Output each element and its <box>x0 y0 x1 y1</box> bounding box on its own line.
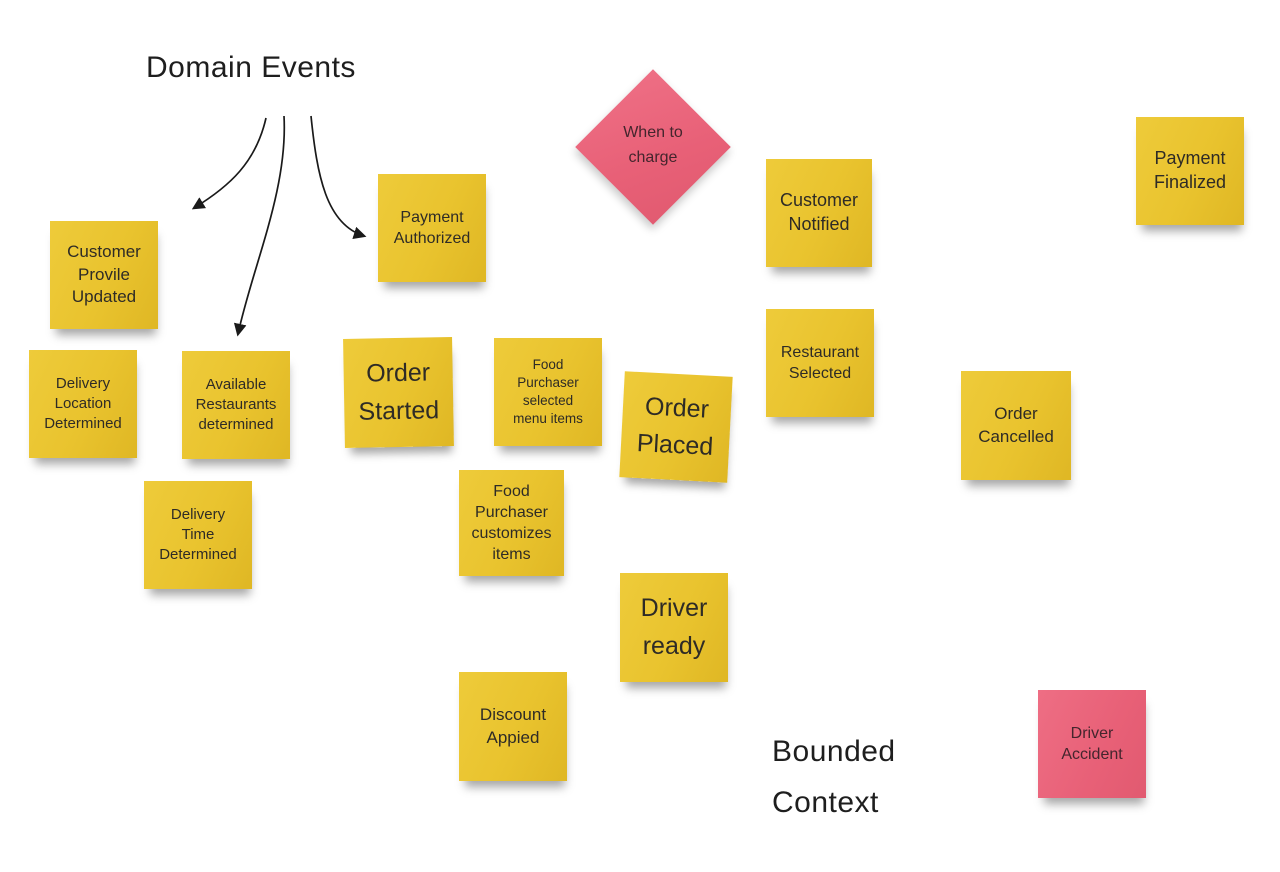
arrow-to-available-restaurants-determined <box>233 115 286 337</box>
sticky-note-order-placed[interactable]: Order Placed <box>619 371 733 483</box>
sticky-note-food-purchaser-selected-menu-items[interactable]: Food Purchaser selected menu items <box>494 338 602 446</box>
sticky-note-customer-profile-updated[interactable]: Customer Provile Updated <box>50 221 158 329</box>
sticky-note-order-started[interactable]: Order Started <box>343 337 454 448</box>
sticky-note-available-restaurants-determined[interactable]: Available Restaurants determined <box>182 351 290 459</box>
sticky-note-driver-ready[interactable]: Driver ready <box>620 573 728 682</box>
sticky-note-restaurant-selected[interactable]: Restaurant Selected <box>766 309 874 417</box>
sticky-note-discount-applied[interactable]: Discount Appied <box>459 672 567 781</box>
bounded-context-title: Bounded Context <box>772 735 896 819</box>
sticky-note-order-cancelled[interactable]: Order Cancelled <box>961 371 1071 480</box>
sticky-note-payment-finalized[interactable]: Payment Finalized <box>1136 117 1244 225</box>
sticky-note-delivery-time-determined[interactable]: Delivery Time Determined <box>144 481 252 589</box>
sticky-note-customer-notified[interactable]: Customer Notified <box>766 159 872 267</box>
decision-diamond-label: When to charge <box>623 124 683 166</box>
sticky-note-food-purchaser-customizes-items[interactable]: Food Purchaser customizes items <box>459 470 564 576</box>
sticky-note-payment-authorized[interactable]: Payment Authorized <box>378 174 486 282</box>
sticky-note-driver-accident[interactable]: Driver Accident <box>1038 690 1146 798</box>
sticky-note-delivery-location-determined[interactable]: Delivery Location Determined <box>29 350 137 458</box>
arrow-to-customer-profile-updated <box>191 117 267 210</box>
arrow-to-payment-authorized <box>310 115 367 239</box>
domain-events-title: Domain Events <box>146 51 356 84</box>
